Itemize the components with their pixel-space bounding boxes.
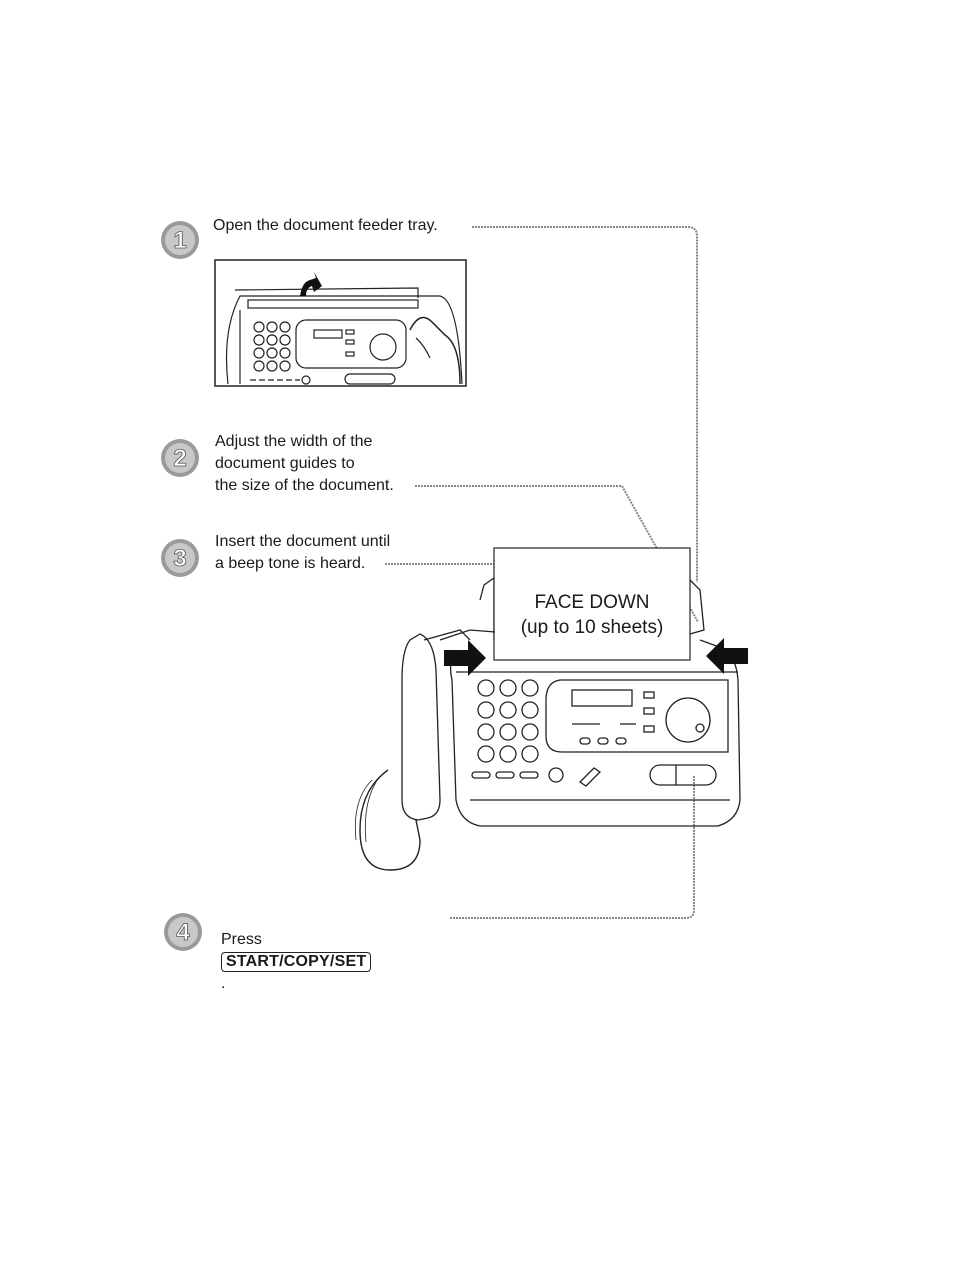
- leader-step-4: [450, 775, 694, 918]
- open-arrow-icon: [300, 272, 322, 296]
- guide-arrow-right-icon: [706, 638, 748, 674]
- leader-step-1: [472, 227, 697, 582]
- paper-label-line2: (up to 10 sheets): [498, 615, 686, 640]
- paper-label: FACE DOWN (up to 10 sheets): [498, 590, 686, 640]
- fax-machine-small: [215, 260, 466, 386]
- paper-label-line1: FACE DOWN: [498, 590, 686, 615]
